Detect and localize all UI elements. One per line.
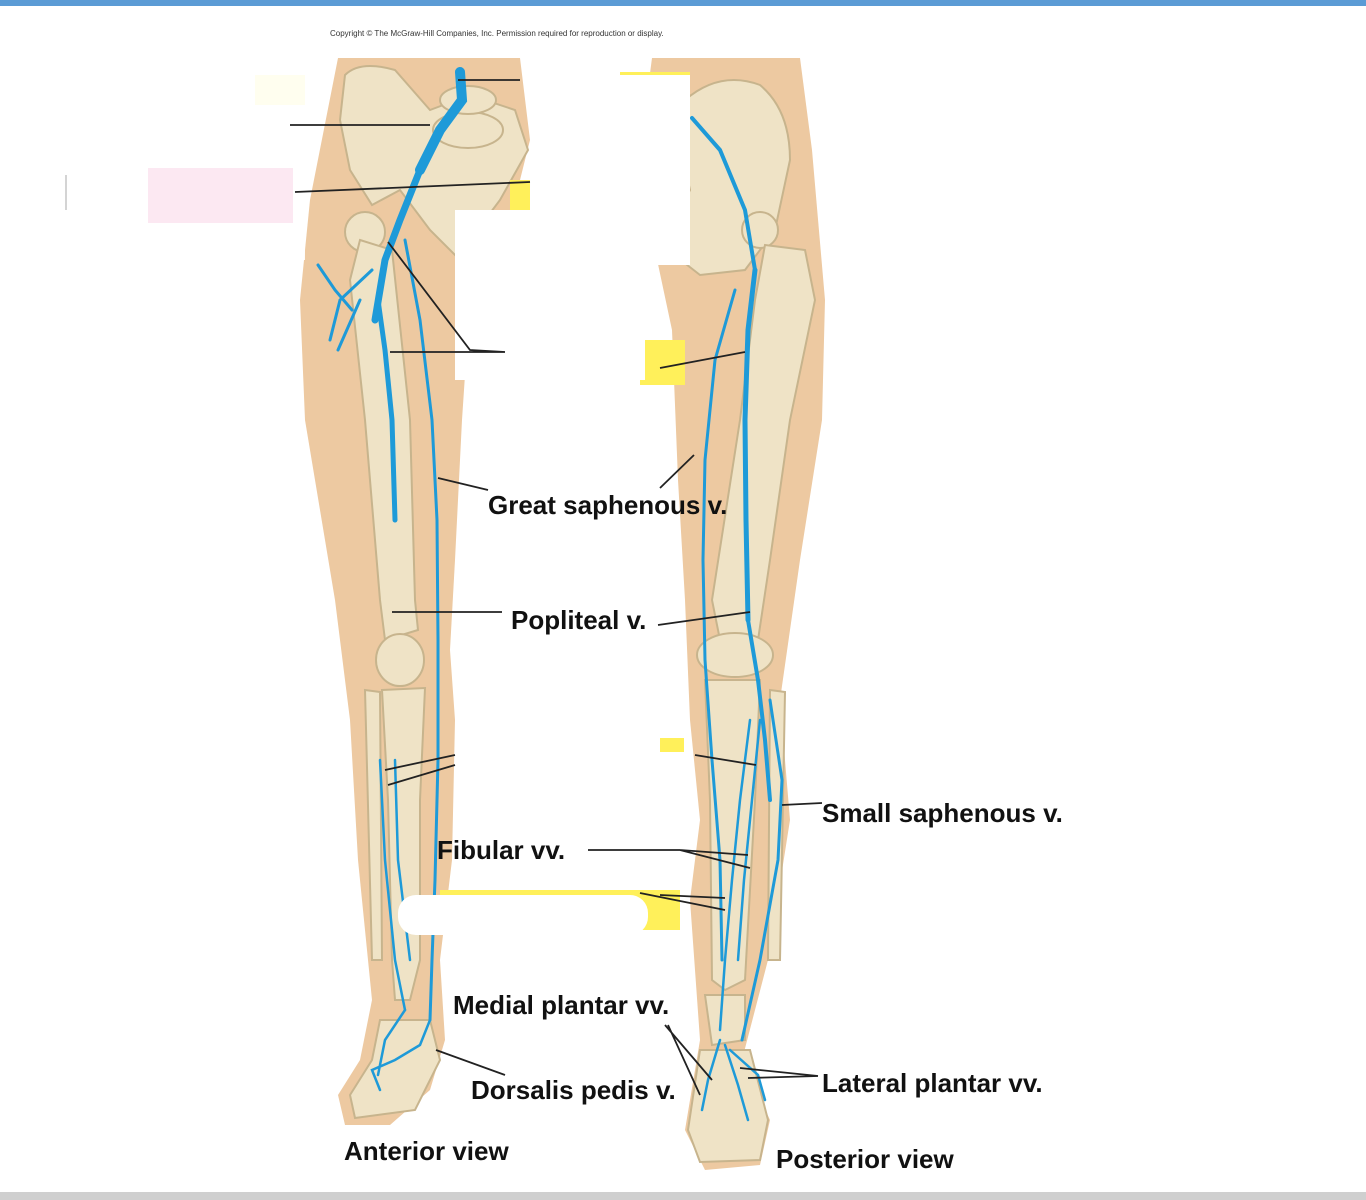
posterior-veins xyxy=(690,116,784,1122)
anterior-lumbar-vertebra-upper xyxy=(439,85,497,115)
leader-anterior-tibial xyxy=(384,754,456,786)
leader-dorsalis-pedis xyxy=(435,1049,506,1076)
leader-great-saphenous-left xyxy=(437,477,489,491)
label-popliteal: Popliteal v. xyxy=(511,605,647,635)
white-mask-4 xyxy=(455,740,655,790)
leader-medial-plantar xyxy=(664,1024,713,1096)
leader-popliteal-right xyxy=(657,611,751,626)
common-iliac-vein-anterior xyxy=(371,166,424,324)
label-posterior-view: Posterior view xyxy=(776,1144,954,1174)
copyright-notice: Copyright © The McGraw-Hill Companies, I… xyxy=(330,29,664,38)
anterior-patella xyxy=(375,633,425,687)
external-iliac-vein-posterior xyxy=(690,116,757,272)
small-saphenous-vein-posterior xyxy=(740,698,784,1042)
leader-posterior-tibial xyxy=(694,754,757,766)
yellow-highlight-4 xyxy=(640,340,685,385)
leader-lower xyxy=(639,892,726,911)
leader-lateral-plantar xyxy=(739,1067,819,1079)
deep-femoral-branches xyxy=(316,263,374,352)
posterior-knee-condyles xyxy=(696,632,774,678)
white-mask-5 xyxy=(398,895,648,935)
yellow-highlight-5 xyxy=(660,738,684,752)
leader-femoral-posterior xyxy=(659,351,746,369)
label-dorsalis-pedis: Dorsalis pedis v. xyxy=(471,1075,676,1105)
label-medial-plantar: Medial plantar vv. xyxy=(453,990,670,1020)
leader-great-saphenous-right xyxy=(659,454,695,489)
great-saphenous-vein-posterior xyxy=(701,288,737,962)
leader-internal-iliac xyxy=(294,181,531,193)
bottom-border xyxy=(0,1192,1366,1200)
femoral-vein-anterior xyxy=(375,297,398,523)
leader-small-saphenous xyxy=(781,802,823,806)
plantar-veins-posterior xyxy=(700,1038,767,1122)
inferior-vena-cava xyxy=(415,67,468,175)
leader-femoral xyxy=(387,241,506,353)
femoral-vein-posterior xyxy=(742,267,758,623)
white-mask-1 xyxy=(70,35,305,260)
posterior-calcaneus xyxy=(703,994,746,1047)
label-fibular: Fibular vv. xyxy=(437,835,566,865)
white-mask-3 xyxy=(455,210,645,380)
leader-fibular xyxy=(588,849,751,869)
popliteal-vein-posterior xyxy=(746,618,772,802)
leader-lines xyxy=(290,79,823,1096)
label-small-saphenous: Small saphenous v. xyxy=(822,798,1063,828)
label-great-saphenous: Great saphenous v. xyxy=(488,490,728,520)
posterior-tibial-veins xyxy=(718,718,762,1032)
top-border xyxy=(0,0,1366,6)
anterior-foot-bones xyxy=(348,1019,442,1120)
highlight-masks xyxy=(70,35,690,935)
dorsal-venous-arch-anterior xyxy=(370,1008,432,1092)
posterior-fibula xyxy=(766,688,787,961)
anterior-fibula xyxy=(363,688,384,961)
label-lateral-plantar: Lateral plantar vv. xyxy=(822,1068,1043,1098)
label-anterior-view: Anterior view xyxy=(344,1136,509,1166)
